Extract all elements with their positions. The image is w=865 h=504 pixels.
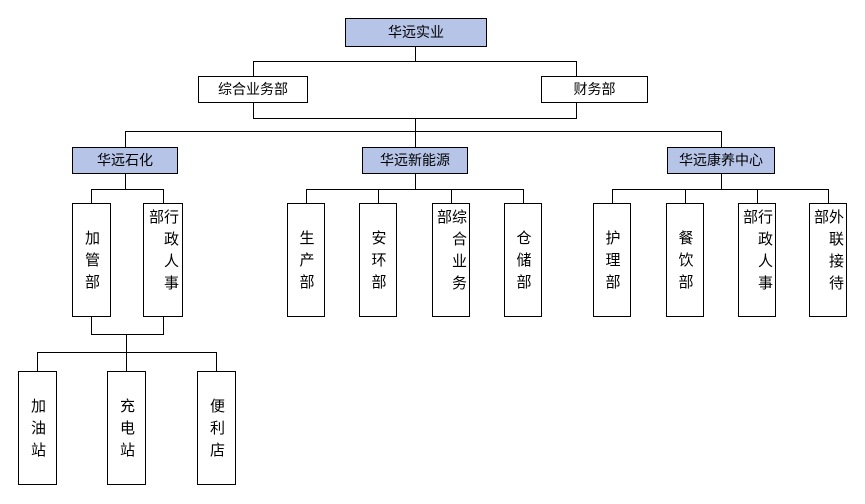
node-warehouse-dept: 仓储部	[504, 203, 542, 317]
connector-line	[253, 61, 577, 62]
node-nursing-dept: 护理部	[593, 203, 631, 317]
connector-line	[378, 189, 379, 203]
node-general-business-dept-ne: 综合业务部	[432, 203, 470, 317]
node-huayuan-wellness-center: 华远康养中心	[667, 147, 775, 174]
node-production-dept: 生产部	[287, 203, 325, 317]
connector-line	[721, 131, 722, 147]
node-convenience-store: 便利店	[197, 371, 236, 485]
node-finance-dept: 财务部	[541, 76, 648, 103]
connector-line	[415, 47, 416, 62]
connector-line	[253, 61, 254, 76]
connector-line	[126, 334, 127, 353]
connector-line	[163, 189, 164, 203]
node-gas-station: 加油站	[18, 371, 57, 485]
connector-line	[125, 174, 126, 190]
connector-line	[685, 189, 686, 203]
connector-line	[216, 352, 217, 371]
connector-line	[306, 189, 307, 203]
connector-line	[126, 352, 127, 371]
connector-line	[91, 189, 92, 203]
connector-line	[415, 118, 416, 132]
connector-line	[163, 317, 164, 335]
connector-line	[91, 317, 92, 335]
connector-line	[828, 189, 829, 203]
connector-line	[125, 131, 722, 132]
node-gas-mgmt-dept: 加管部	[72, 203, 111, 317]
connector-line	[757, 189, 758, 203]
node-huayuan-petrochemical: 华远石化	[72, 147, 178, 174]
connector-line	[415, 131, 416, 147]
node-general-business-dept: 综合业务部	[198, 76, 308, 103]
node-admin-hr-dept-petro: 行政人事部	[143, 203, 183, 317]
connector-line	[253, 103, 254, 119]
connector-line	[523, 189, 524, 203]
connector-line	[415, 174, 416, 190]
connector-line	[576, 61, 577, 76]
connector-line	[612, 189, 829, 190]
connector-line	[451, 189, 452, 203]
connector-line	[721, 174, 722, 190]
connector-line	[37, 352, 38, 371]
node-outreach-reception-dept: 外联接待部	[809, 203, 847, 317]
connector-line	[306, 189, 524, 190]
connector-line	[91, 189, 164, 190]
node-charging-station: 充电站	[107, 371, 146, 485]
connector-line	[125, 131, 126, 147]
node-huayuan-industry: 华远实业	[345, 18, 487, 47]
node-catering-dept: 餐饮部	[666, 203, 704, 317]
connector-line	[612, 189, 613, 203]
connector-line	[91, 334, 164, 335]
node-huayuan-new-energy: 华远新能源	[362, 147, 468, 174]
connector-line	[576, 103, 577, 119]
node-admin-hr-dept-wellness: 行政人事部	[738, 203, 776, 317]
connector-line	[37, 352, 217, 353]
node-safety-env-dept: 安环部	[359, 203, 397, 317]
